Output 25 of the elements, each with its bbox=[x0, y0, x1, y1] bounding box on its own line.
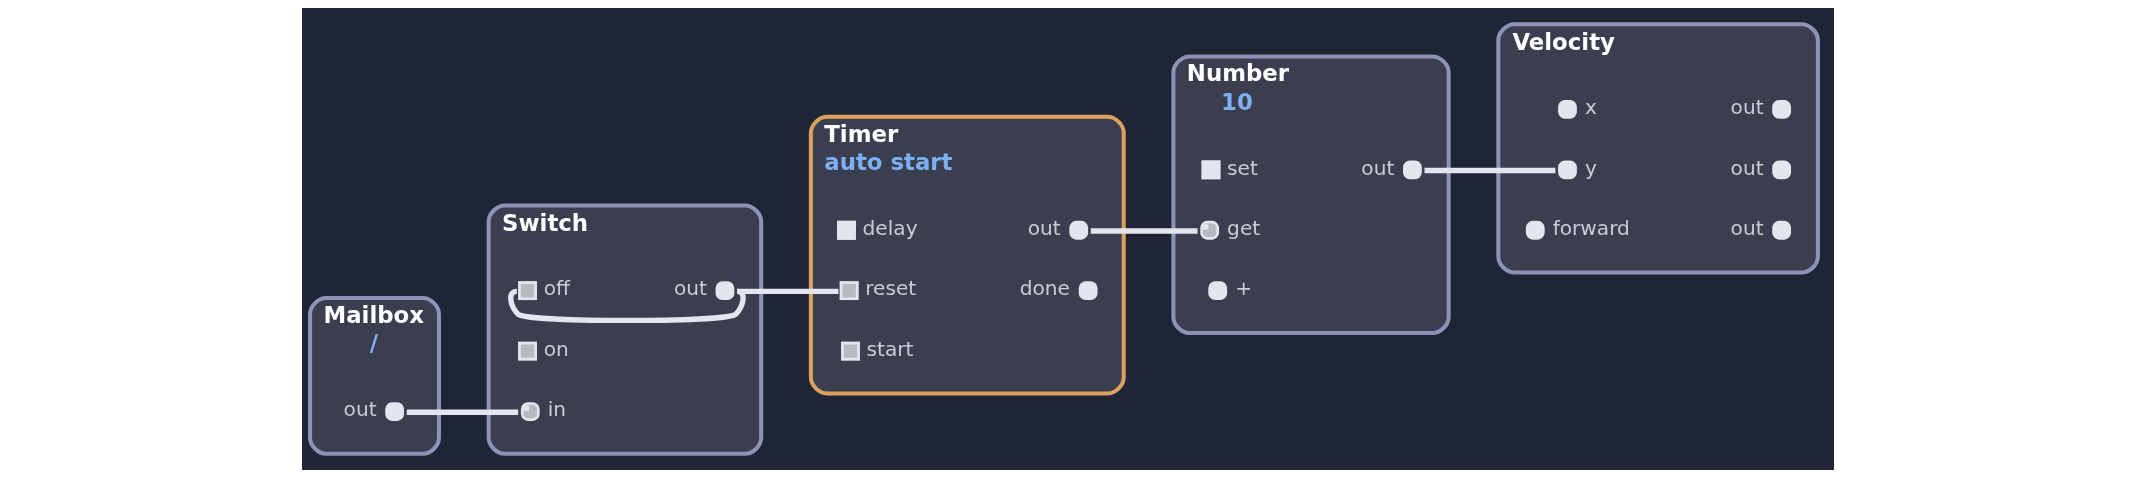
node-label: out bbox=[673, 276, 707, 301]
node-label: out bbox=[1361, 155, 1395, 180]
connector bbox=[737, 288, 839, 295]
node-label: set bbox=[1227, 155, 1258, 180]
node-label: done bbox=[1019, 276, 1070, 301]
connector bbox=[508, 288, 746, 324]
node-label: out bbox=[1027, 215, 1061, 240]
node-label: out bbox=[1730, 155, 1764, 180]
node-label: x bbox=[1584, 95, 1597, 120]
node-label: off bbox=[543, 276, 570, 301]
connector bbox=[1090, 228, 1198, 234]
node-label: y bbox=[1584, 155, 1597, 180]
node-label: in bbox=[547, 397, 567, 422]
connector bbox=[406, 409, 519, 415]
node-label: out bbox=[1730, 95, 1764, 120]
node-label: out bbox=[1730, 215, 1764, 240]
node-label: reset bbox=[865, 276, 917, 301]
node-label: delay bbox=[862, 215, 918, 240]
node-label: on bbox=[543, 336, 569, 361]
connector bbox=[1424, 167, 1556, 174]
node-label: start bbox=[866, 336, 914, 361]
node-label: + bbox=[1235, 276, 1253, 301]
node-label: get bbox=[1227, 215, 1261, 240]
node-label: out bbox=[343, 397, 377, 422]
node-label: forward bbox=[1552, 215, 1630, 240]
